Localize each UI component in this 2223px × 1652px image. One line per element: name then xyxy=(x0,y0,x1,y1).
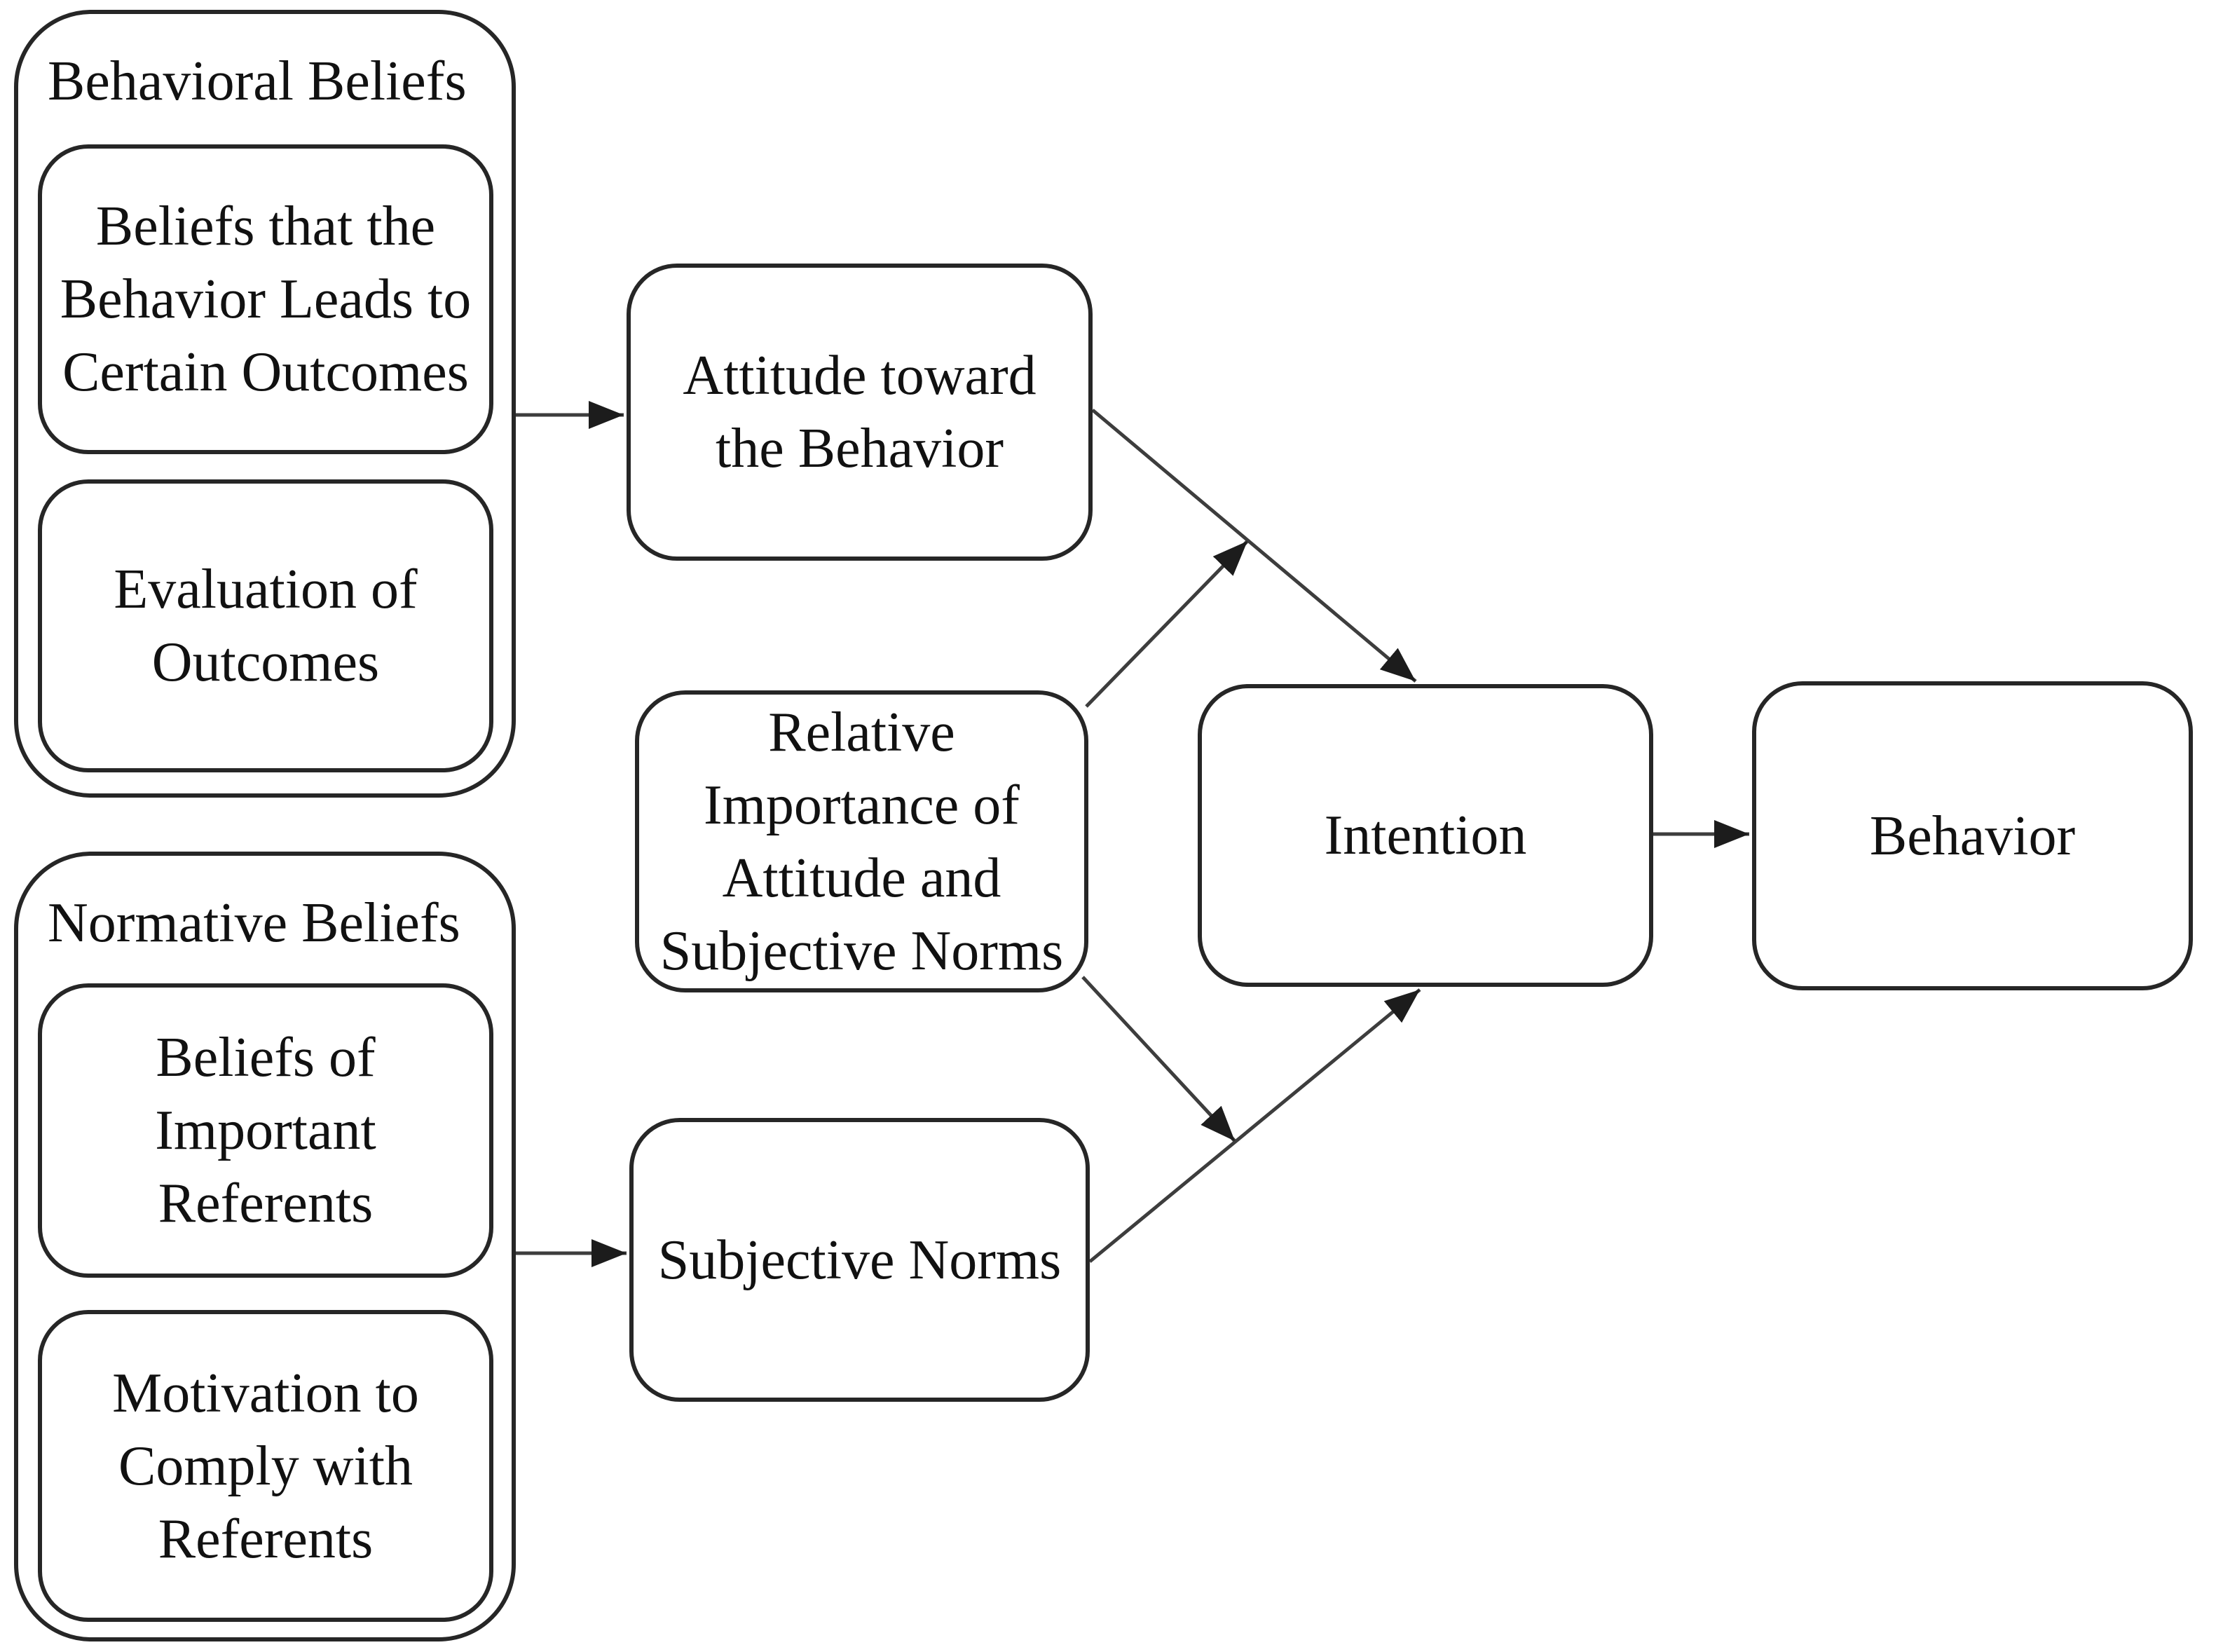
edge-subjective-norms-to-intention xyxy=(1088,988,1421,1263)
edge-relative-importance-to-attitude-arrow xyxy=(1085,540,1249,708)
node-intention: Intention xyxy=(1198,684,1653,987)
node-subjective-norms: Subjective Norms xyxy=(629,1118,1090,1402)
edge-relative-importance-to-norms-arrow xyxy=(1081,976,1236,1142)
node-behavior: Behavior xyxy=(1752,681,2193,990)
group-normative-beliefs-title: Normative Beliefs xyxy=(48,892,460,954)
edge-attitude-to-intention xyxy=(1091,409,1417,683)
group-behavioral-beliefs-title: Behavioral Beliefs xyxy=(48,50,467,112)
